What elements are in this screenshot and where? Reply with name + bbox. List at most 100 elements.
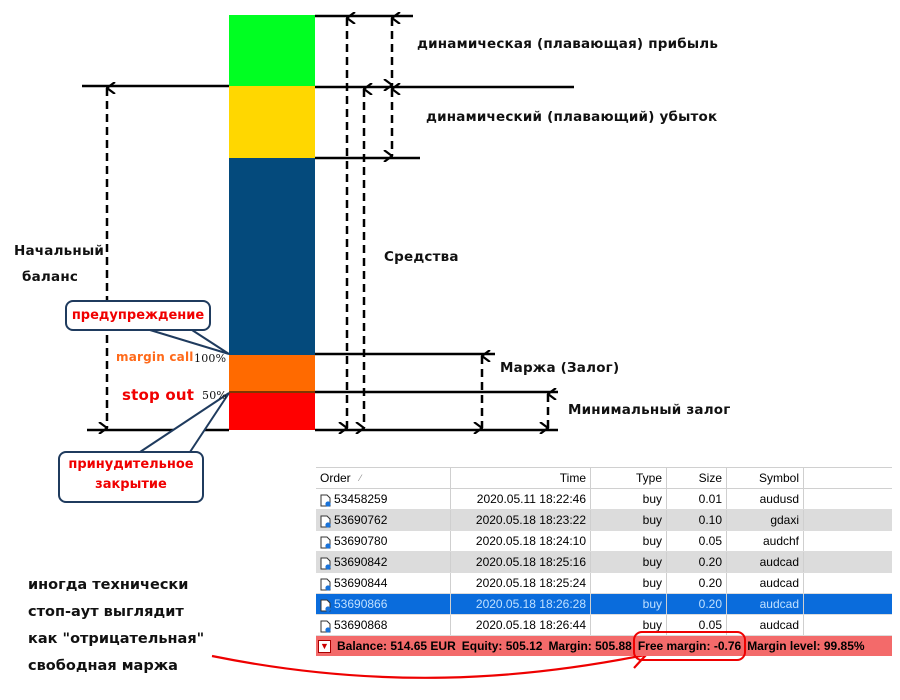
min-margin-block (229, 393, 315, 430)
pointer-arrow (211, 653, 646, 679)
equity-value: Equity: 505.12 (461, 639, 543, 653)
column-header-order[interactable]: Order ⁄ (316, 468, 451, 488)
margin-value: Margin: 505.88 (548, 639, 632, 653)
size-cell: 0.10 (667, 510, 727, 530)
order-cell: 53690780 (316, 531, 451, 551)
type-cell: buy (591, 531, 667, 551)
margin-label: Маржа (Залог) (500, 360, 620, 376)
time-cell: 2020.05.18 18:25:16 (451, 552, 591, 572)
column-header-extra (804, 468, 892, 488)
note-line-1: иногда технически (28, 577, 189, 593)
size-cell: 0.20 (667, 552, 727, 572)
symbol-cell: audcad (727, 552, 804, 572)
time-cell: 2020.05.11 18:22:46 (451, 489, 591, 509)
order-document-icon (320, 514, 331, 528)
order-cell: 53690762 (316, 510, 451, 530)
warning-callout-text: предупреждение (71, 308, 205, 323)
column-header-time[interactable]: Time (451, 468, 591, 488)
floating-profit-label: динамическая (плавающая) прибыль (417, 36, 719, 52)
stop-out-label: stop out (122, 386, 195, 404)
size-cell: 0.05 (667, 615, 727, 635)
order-cell: 53690842 (316, 552, 451, 572)
margin-block (229, 355, 315, 393)
order-document-icon (320, 493, 331, 507)
extra-cell (804, 510, 892, 530)
extra-cell (804, 531, 892, 551)
type-cell: buy (591, 615, 667, 635)
account-alert-icon: ▼ (318, 639, 331, 653)
order-document-icon (320, 619, 331, 633)
table-header: Order ⁄ Time Type Size Symbol (316, 468, 892, 489)
type-cell: buy (591, 573, 667, 593)
forced-close-callout-line2: закрытие (95, 477, 167, 492)
order-document-icon (320, 577, 331, 591)
margin-call-label: margin call (116, 350, 194, 364)
forced-close-callout-line1: принудительное (68, 457, 194, 472)
initial-balance-label-line2: баланс (22, 269, 79, 285)
balance-value: Balance: 514.65 EUR (337, 639, 456, 653)
extra-cell (804, 489, 892, 509)
note-line-4: свободная маржа (28, 658, 178, 674)
type-cell: buy (591, 489, 667, 509)
extra-cell (804, 594, 892, 614)
note-line-2: стоп-аут выглядит (28, 604, 184, 620)
order-cell: 53690868 (316, 615, 451, 635)
type-cell: buy (591, 510, 667, 530)
order-document-icon (320, 556, 331, 570)
note-text: иногда технически стоп-аут выглядит как … (28, 572, 204, 680)
column-header-symbol[interactable]: Symbol (727, 468, 804, 488)
note-line-3: как "отрицательная" (28, 631, 205, 647)
margin-call-percent: 100% (194, 352, 227, 365)
floating-loss-block (229, 86, 315, 158)
warning-callout-tail (149, 329, 230, 355)
account-status-bar: ▼ Balance: 514.65 EUR Equity: 505.12 Mar… (316, 631, 892, 661)
size-cell: 0.20 (667, 573, 727, 593)
free-margin-value: Free margin: -0.76 (632, 631, 747, 661)
forced-close-callout-tail (139, 392, 230, 453)
forced-close-callout: принудительное закрытие (58, 451, 204, 503)
type-cell: buy (591, 594, 667, 614)
size-cell: 0.01 (667, 489, 727, 509)
warning-callout: предупреждение (65, 300, 211, 331)
time-cell: 2020.05.18 18:23:22 (451, 510, 591, 530)
equity-label: Средства (384, 249, 459, 265)
time-cell: 2020.05.18 18:24:10 (451, 531, 591, 551)
sort-indicator-icon: ⁄ (359, 473, 362, 483)
stop-out-percent: 50% (202, 389, 228, 402)
size-cell: 0.05 (667, 531, 727, 551)
initial-balance-label-line1: Начальный (14, 243, 105, 259)
symbol-cell: audcad (727, 573, 804, 593)
floating-loss-label: динамический (плавающий) убыток (426, 109, 718, 125)
symbol-cell: audcad (727, 594, 804, 614)
order-cell: 53458259 (316, 489, 451, 509)
time-cell: 2020.05.18 18:25:24 (451, 573, 591, 593)
symbol-cell: audchf (727, 531, 804, 551)
extra-cell (804, 615, 892, 635)
order-document-icon (320, 598, 331, 612)
order-document-icon (320, 535, 331, 549)
column-header-type[interactable]: Type (591, 468, 667, 488)
min-margin-label: Минимальный залог (568, 402, 731, 418)
order-cell: 53690866 (316, 594, 451, 614)
equity-block (229, 158, 315, 355)
order-cell: 53690844 (316, 573, 451, 593)
size-cell: 0.20 (667, 594, 727, 614)
type-cell: buy (591, 552, 667, 572)
extra-cell (804, 573, 892, 593)
time-cell: 2020.05.18 18:26:44 (451, 615, 591, 635)
symbol-cell: audcad (727, 615, 804, 635)
extra-cell (804, 552, 892, 572)
margin-level-value: Margin level: 99.85% (747, 639, 865, 653)
time-cell: 2020.05.18 18:26:28 (451, 594, 591, 614)
symbol-cell: gdaxi (727, 510, 804, 530)
floating-profit-block (229, 15, 315, 86)
column-header-size[interactable]: Size (667, 468, 727, 488)
